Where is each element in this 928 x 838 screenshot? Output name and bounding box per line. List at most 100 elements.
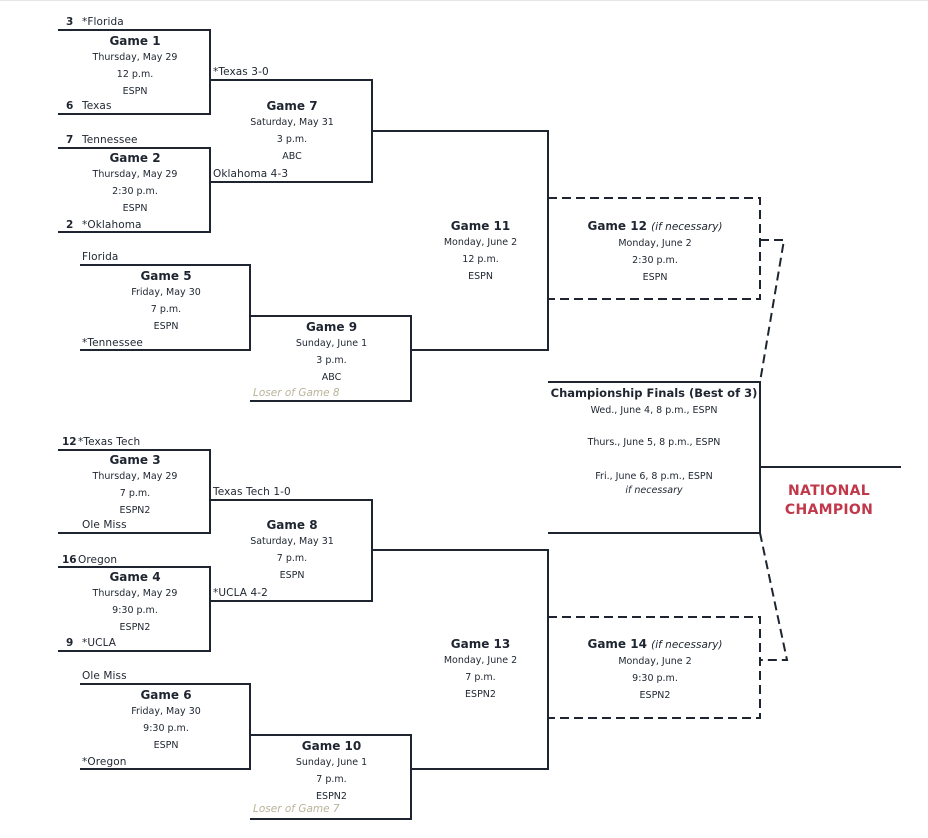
game-time: 3 p.m. [316,355,347,366]
game-title: Game 1 [109,34,161,48]
game3-top-team: 12*Texas Tech [62,436,140,449]
top-border [0,0,928,1]
game4-bottom-team: 9 *UCLA [66,637,116,650]
game-title: Game 2 [109,151,161,165]
game3-bracket-line [58,449,211,534]
game5-info: Game 5 Friday, May 30 7 p.m. ESPN [82,268,250,335]
game-title: Game 8 [266,518,318,532]
game-time: 7 p.m. [276,553,308,564]
game-title: Game 4 [109,570,161,584]
team-name: *Oklahoma [82,219,142,231]
game2-top-team: 7 Tennessee [66,134,138,147]
game-date: Monday, June 2 [618,238,692,249]
game-date: Friday, May 30 [131,706,201,717]
game8-info: Game 8 Saturday, May 31 7 p.m. ESPN [212,517,372,584]
game-time: 7 p.m. [316,774,347,785]
game-date: Sunday, June 1 [295,757,368,768]
game1-info: Game 1 Thursday, May 29 12 p.m. ESPN [60,33,210,100]
seed: 12 [62,436,77,448]
seed: 7 [66,134,74,146]
game9-info: Game 9 Sunday, June 1 3 p.m. ABC [252,319,411,386]
finals-game3-note: if necessary [625,485,683,496]
game-date: Thursday, May 29 [92,169,178,180]
game-time: 9:30 p.m. [143,723,189,734]
game6-bottom-team: *Oregon [82,756,127,768]
game-date: Thursday, May 29 [92,471,178,482]
game6-top-team: Ole Miss [82,670,127,682]
game-network: ESPN [468,271,493,282]
game-title: Game 11 [450,219,511,233]
finals-title: Championship Finals (Best of 3) [550,386,758,400]
game4-bracket-line [58,566,211,652]
game-title: Game 9 [305,320,358,334]
game-network: ESPN2 [119,505,151,516]
game12-connector-dashed [759,239,786,383]
game6-info: Game 6 Friday, May 30 9:30 p.m. ESPN [82,687,250,754]
game-title: Game 14 (if necessary) [550,636,760,653]
game4-top-team: 16Oregon [62,554,117,567]
champion-line1: NATIONAL [788,483,870,499]
team-name: Tennessee [82,134,138,146]
game9-bracket-line [250,315,412,402]
game-title: Game 12 (if necessary) [550,218,760,235]
game-network: ESPN [279,570,305,581]
game-network: ESPN [153,740,179,751]
finals-info: Championship Finals (Best of 3) Wed., Ju… [548,386,760,498]
game-network: ESPN2 [465,689,496,700]
game-time: 7 p.m. [465,672,496,683]
game14-info: Game 14 (if necessary) Monday, June 2 9:… [550,636,760,704]
game4-info: Game 4 Thursday, May 29 9:30 p.m. ESPN2 [60,569,210,636]
game-network: ESPN2 [119,622,151,633]
game-title: Game 5 [140,269,192,283]
game-network: ESPN [122,203,148,214]
game-network: ABC [282,151,302,162]
seed: 9 [66,637,74,649]
game-date: Thursday, May 29 [92,588,178,599]
game9-loser-label: Loser of Game 8 [253,387,340,399]
seed: 2 [66,219,74,231]
game12-dashed-line [548,197,761,300]
game-time: 2:30 p.m. [632,255,678,266]
team-name: *Texas Tech [78,436,141,448]
game-network: ESPN [122,86,148,97]
game7-bottom-result: Oklahoma 4-3 [213,168,289,180]
game2-bracket-line [58,147,211,233]
finals-bracket-line [548,381,761,534]
game11-bracket-line [372,130,549,351]
game6-bracket-line [80,683,251,770]
seed: 6 [66,100,74,112]
team-name: Oregon [78,554,118,566]
game11-info: Game 11 Monday, June 2 12 p.m. ESPN [413,218,548,285]
game-date: Saturday, May 31 [250,536,334,547]
game-date: Sunday, June 1 [295,338,368,349]
game-date: Friday, May 30 [131,287,201,298]
game14-dashed-line [548,616,761,719]
game-network: ESPN2 [316,791,347,802]
game-date: Thursday, May 29 [92,52,178,63]
game13-info: Game 13 Monday, June 2 7 p.m. ESPN2 [413,636,548,703]
game-time: 2:30 p.m. [112,186,158,197]
game13-bracket-line [372,549,549,770]
game5-bottom-team: *Tennessee [82,337,143,349]
team-name: *UCLA [82,637,117,649]
game-network: ABC [321,372,342,383]
game5-bracket-line [80,264,251,351]
game7-info: Game 7 Saturday, May 31 3 p.m. ABC [212,98,372,165]
game5-top-team: Florida [82,251,119,263]
national-champion-label: NATIONAL CHAMPION [770,482,888,520]
game-time: 7 p.m. [119,488,151,499]
game-date: Monday, June 2 [443,237,518,248]
game1-bracket-line [58,29,211,115]
game-date: Monday, June 2 [618,656,692,667]
game-time: 12 p.m. [462,254,499,265]
game-time: 7 p.m. [150,304,182,315]
game3-bottom-team: Ole Miss [66,519,127,532]
game-name: Game 14 [587,637,647,651]
game-title: Game 13 [450,637,511,651]
game-title: Game 6 [140,688,192,702]
finals-game1: Wed., June 4, 8 p.m., ESPN [590,405,718,416]
game7-top-result: *Texas 3-0 [213,66,269,78]
team-name: Ole Miss [82,519,127,531]
